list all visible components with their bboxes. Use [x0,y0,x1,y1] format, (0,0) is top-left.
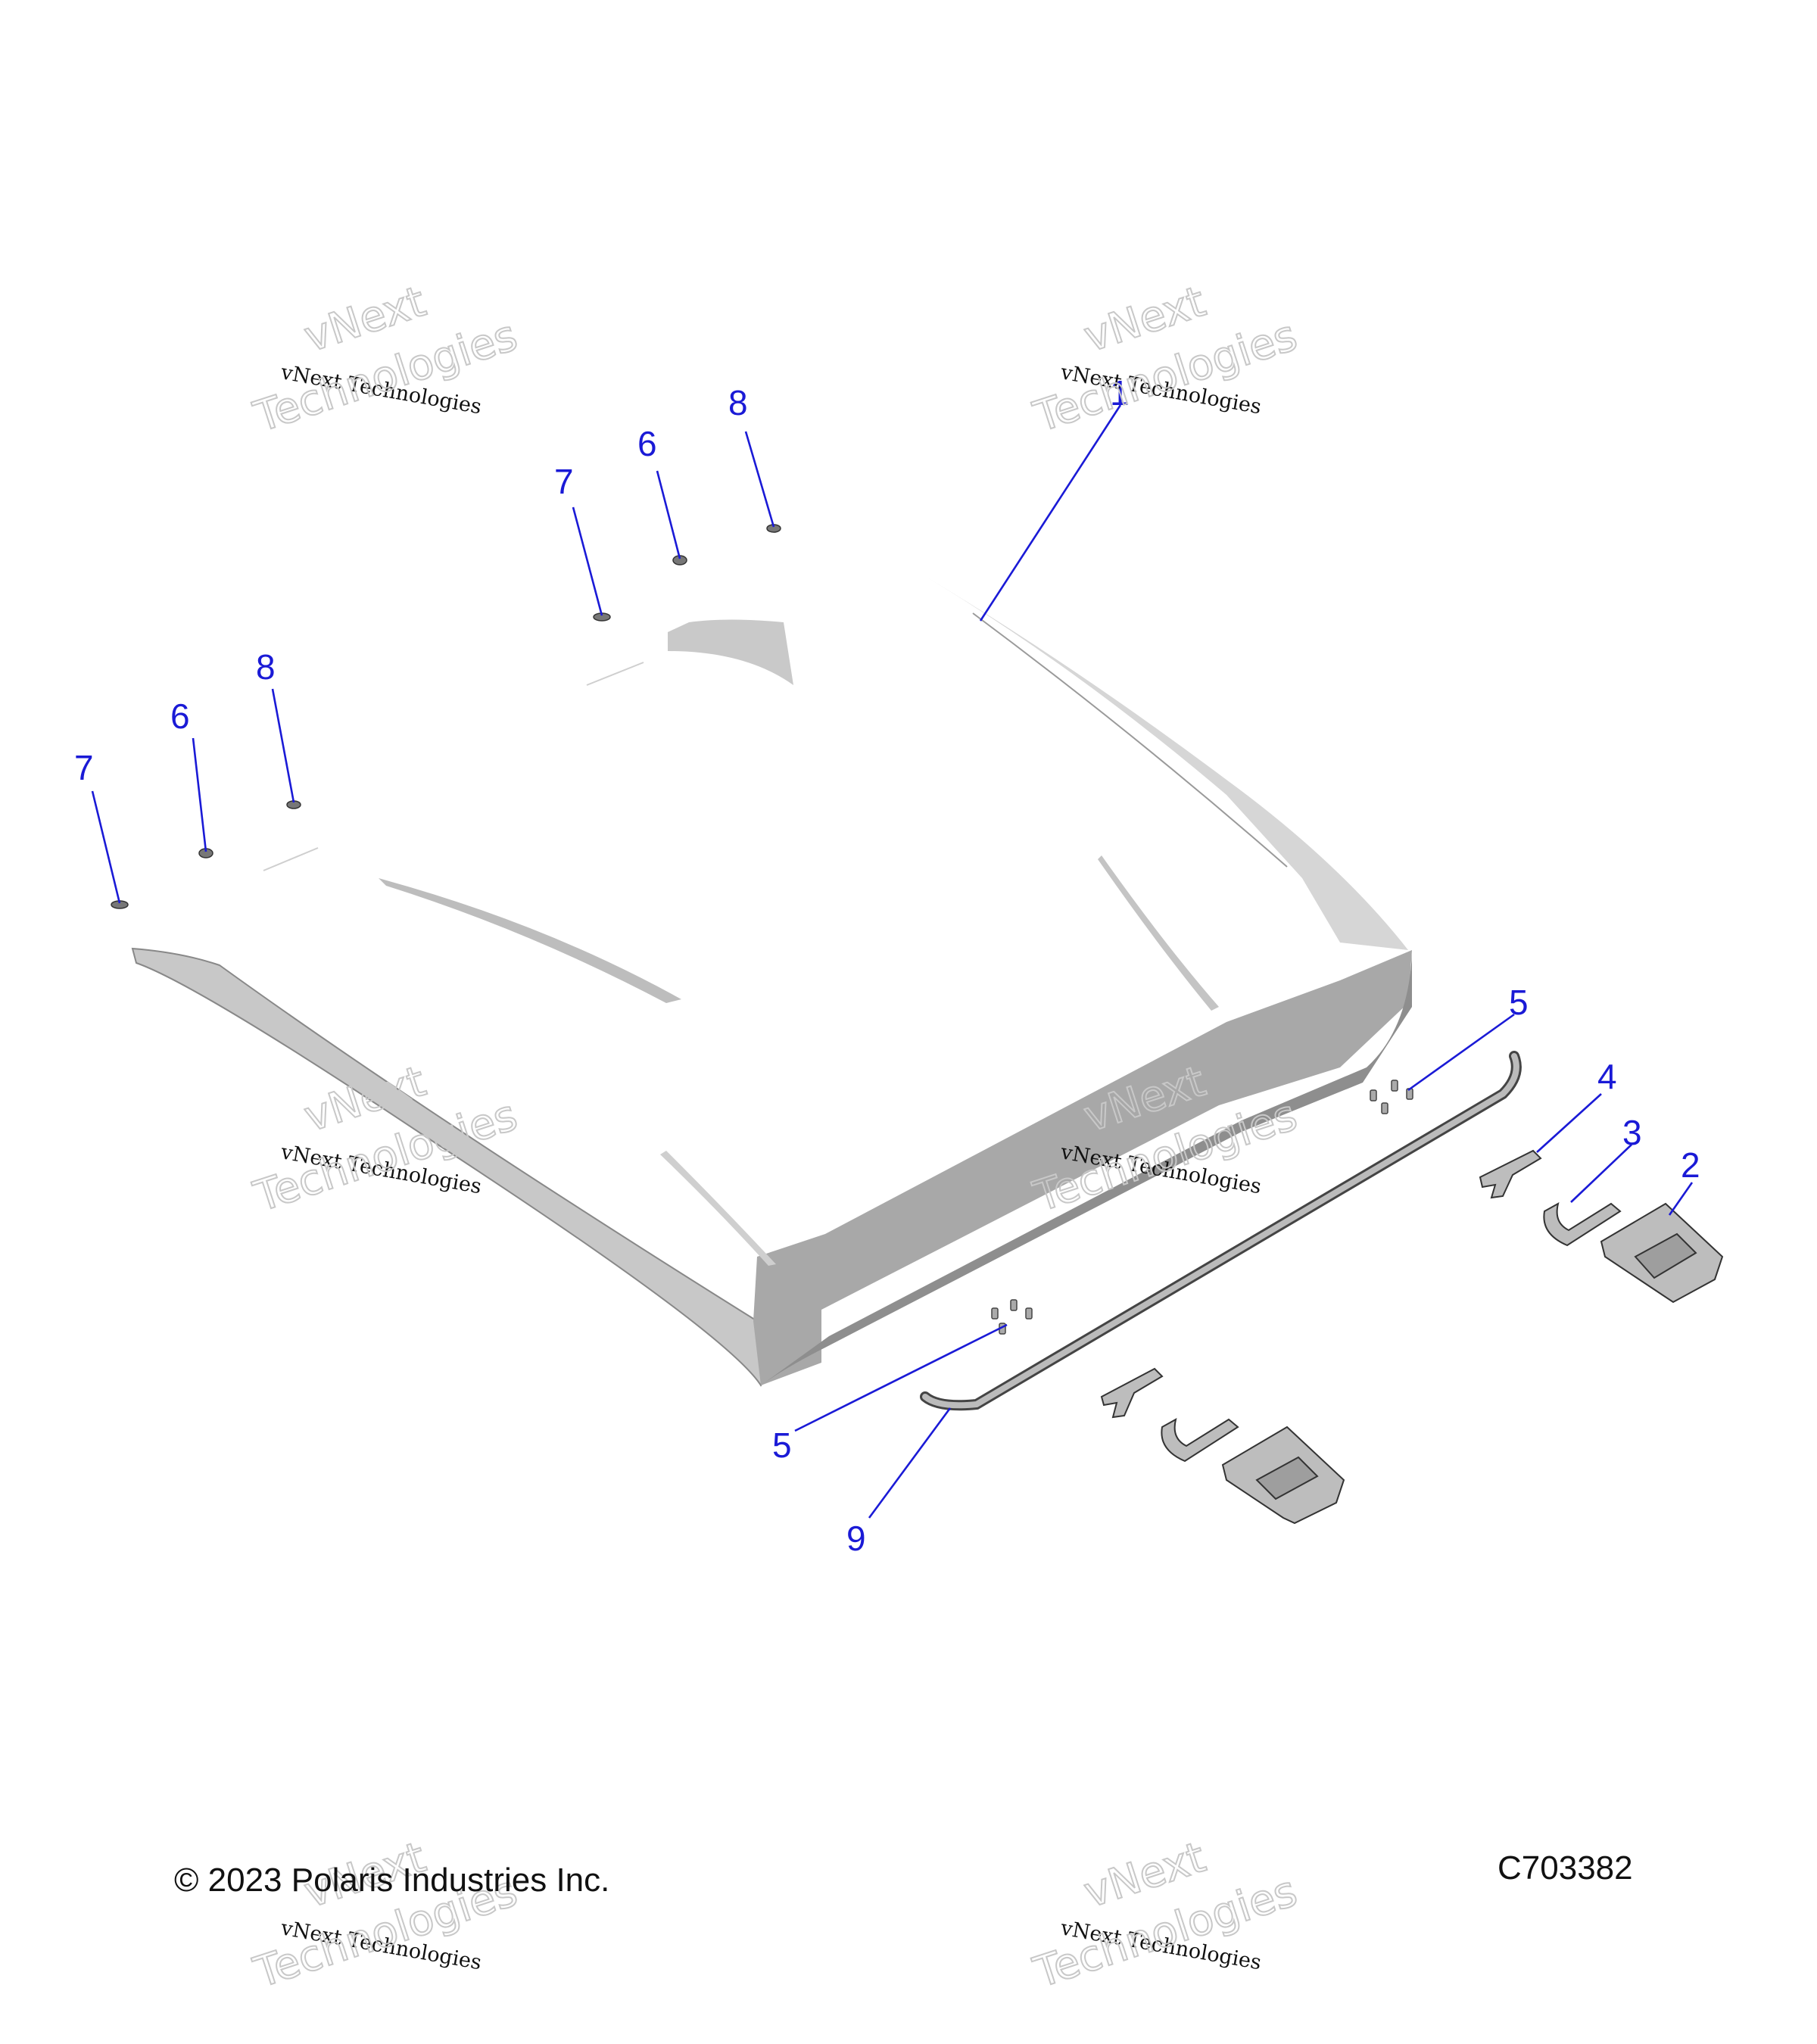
callout-8-right: 8 [728,383,748,422]
callout-1: 1 [1110,373,1130,413]
copyright-text: © 2023 Polaris Industries Inc. [174,1862,609,1899]
leader-lines [91,404,1694,1519]
bracket-4-lower [1100,1367,1164,1419]
callout-3: 3 [1622,1113,1642,1152]
callout-5-upper: 5 [1509,983,1529,1022]
callout-2: 2 [1681,1145,1700,1185]
clamp-3 [1543,1202,1622,1247]
callout-8-left: 8 [256,647,276,687]
callout-4: 4 [1597,1057,1617,1096]
roof-panel [131,575,1412,1387]
watermarks: vNext Technologies vNext Technologies vN… [248,276,1304,1999]
diagram-code: C703382 [1498,1849,1633,1887]
pins-group [991,1080,1413,1335]
hardware-upper [1479,1149,1724,1304]
bracket-4 [1479,1149,1542,1199]
callout-5-lower: 5 [772,1426,792,1465]
callout-7-right: 7 [554,462,574,501]
pin [1381,1102,1388,1114]
callout-6-right: 6 [637,424,657,463]
roof-fasteners [111,524,781,909]
pin [1025,1307,1033,1320]
callout-6-left: 6 [170,696,190,736]
callout-9: 9 [846,1519,866,1558]
callouts: 1 2 3 4 5 5 6 6 7 7 8 8 9 [74,373,1700,1558]
seal-strip [920,1051,1522,1411]
footer: © 2023 Polaris Industries Inc. C703382 [174,1849,1633,1899]
hardware-lower [1100,1367,1345,1525]
pin [1370,1089,1377,1101]
clamp-3-lower [1161,1418,1239,1463]
pin [1391,1080,1398,1092]
pin [991,1307,999,1320]
callout-7-left: 7 [74,748,94,787]
pin [1010,1299,1018,1311]
